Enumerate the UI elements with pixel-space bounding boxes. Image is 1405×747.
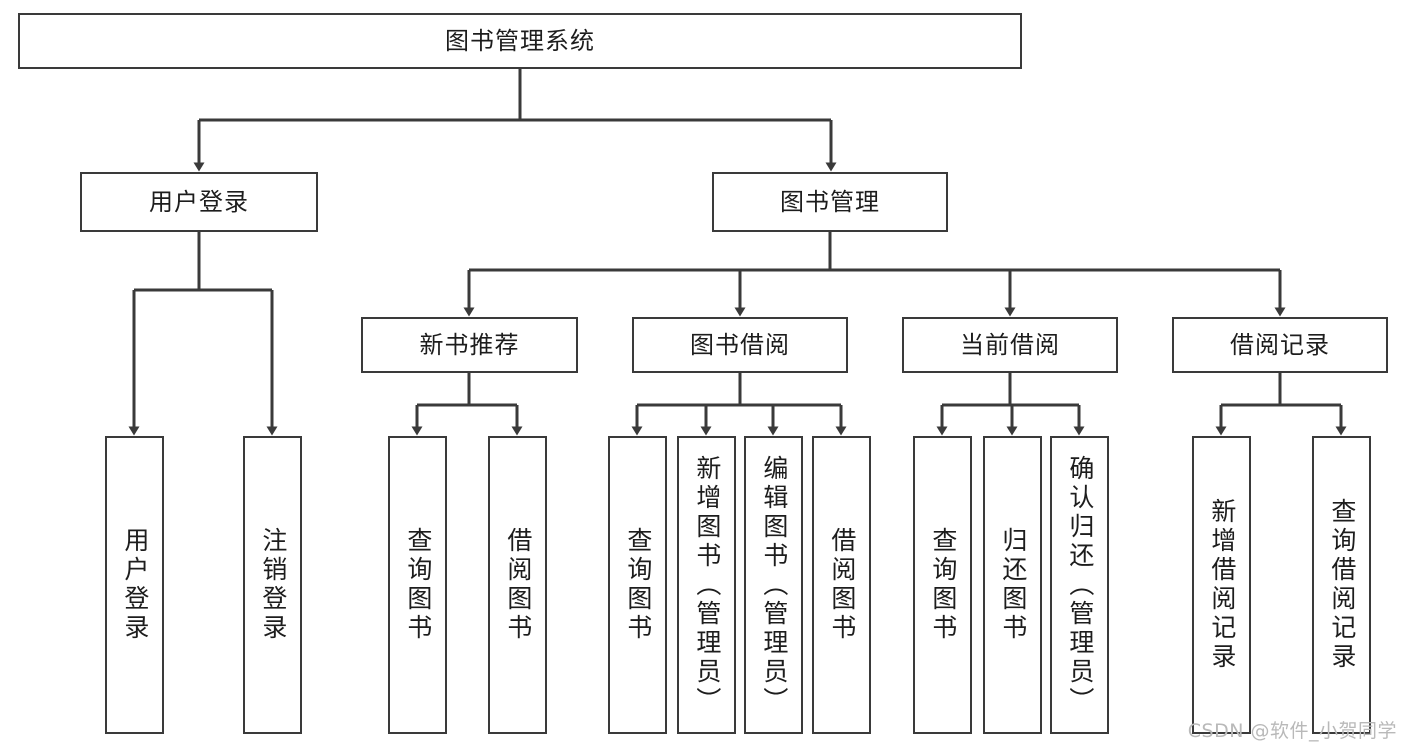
node-new-book-recommend-label: 新书推荐	[419, 330, 520, 359]
node-borrow-record-label: 借阅记录	[1230, 330, 1330, 359]
node-leaf-return-book-label: 归还图书	[998, 527, 1028, 643]
node-leaf-query-record[interactable]: 查询借阅记录	[1312, 436, 1371, 734]
node-leaf-query-book-cur[interactable]: 查询图书	[913, 436, 972, 734]
node-root[interactable]: 图书管理系统	[18, 13, 1022, 69]
node-leaf-user-login-label: 用户登录	[120, 527, 150, 643]
node-book-manage-label: 图书管理	[780, 187, 880, 216]
node-book-borrow[interactable]: 图书借阅	[632, 317, 848, 373]
node-book-borrow-label: 图书借阅	[690, 330, 790, 359]
node-leaf-query-book-borrow[interactable]: 查询图书	[608, 436, 667, 734]
watermark-text: CSDN @软件_小贺同学	[1187, 720, 1397, 742]
node-leaf-add-book-label: 新增图书（管理员）	[692, 454, 722, 716]
node-leaf-add-record[interactable]: 新增借阅记录	[1192, 436, 1251, 734]
node-user-login[interactable]: 用户登录	[80, 172, 318, 232]
node-new-book-recommend[interactable]: 新书推荐	[361, 317, 578, 373]
node-leaf-borrow-book-label: 借阅图书	[827, 527, 857, 643]
node-leaf-return-book[interactable]: 归还图书	[983, 436, 1042, 734]
node-leaf-borrow-book-rec[interactable]: 借阅图书	[488, 436, 547, 734]
node-leaf-confirm-return[interactable]: 确认归还（管理员）	[1050, 436, 1109, 734]
node-leaf-user-logout[interactable]: 注销登录	[243, 436, 302, 734]
node-leaf-query-record-label: 查询借阅记录	[1327, 498, 1357, 672]
node-current-borrow[interactable]: 当前借阅	[902, 317, 1118, 373]
node-user-login-label: 用户登录	[149, 187, 249, 216]
node-borrow-record[interactable]: 借阅记录	[1172, 317, 1388, 373]
node-leaf-borrow-book[interactable]: 借阅图书	[812, 436, 871, 734]
node-leaf-user-logout-label: 注销登录	[258, 527, 288, 643]
node-leaf-add-record-label: 新增借阅记录	[1207, 498, 1237, 672]
node-current-borrow-label: 当前借阅	[960, 330, 1060, 359]
node-leaf-query-book-borrow-label: 查询图书	[623, 527, 653, 643]
node-leaf-borrow-book-rec-label: 借阅图书	[503, 527, 533, 643]
node-leaf-add-book[interactable]: 新增图书（管理员）	[677, 436, 736, 734]
node-leaf-query-book-rec-label: 查询图书	[403, 527, 433, 643]
node-book-manage[interactable]: 图书管理	[712, 172, 948, 232]
node-leaf-edit-book[interactable]: 编辑图书（管理员）	[744, 436, 803, 734]
node-leaf-query-book-rec[interactable]: 查询图书	[388, 436, 447, 734]
node-leaf-edit-book-label: 编辑图书（管理员）	[759, 454, 789, 716]
node-leaf-confirm-return-label: 确认归还（管理员）	[1065, 454, 1095, 716]
node-leaf-user-login[interactable]: 用户登录	[105, 436, 164, 734]
node-root-label: 图书管理系统	[445, 26, 595, 55]
node-leaf-query-book-cur-label: 查询图书	[928, 527, 958, 643]
